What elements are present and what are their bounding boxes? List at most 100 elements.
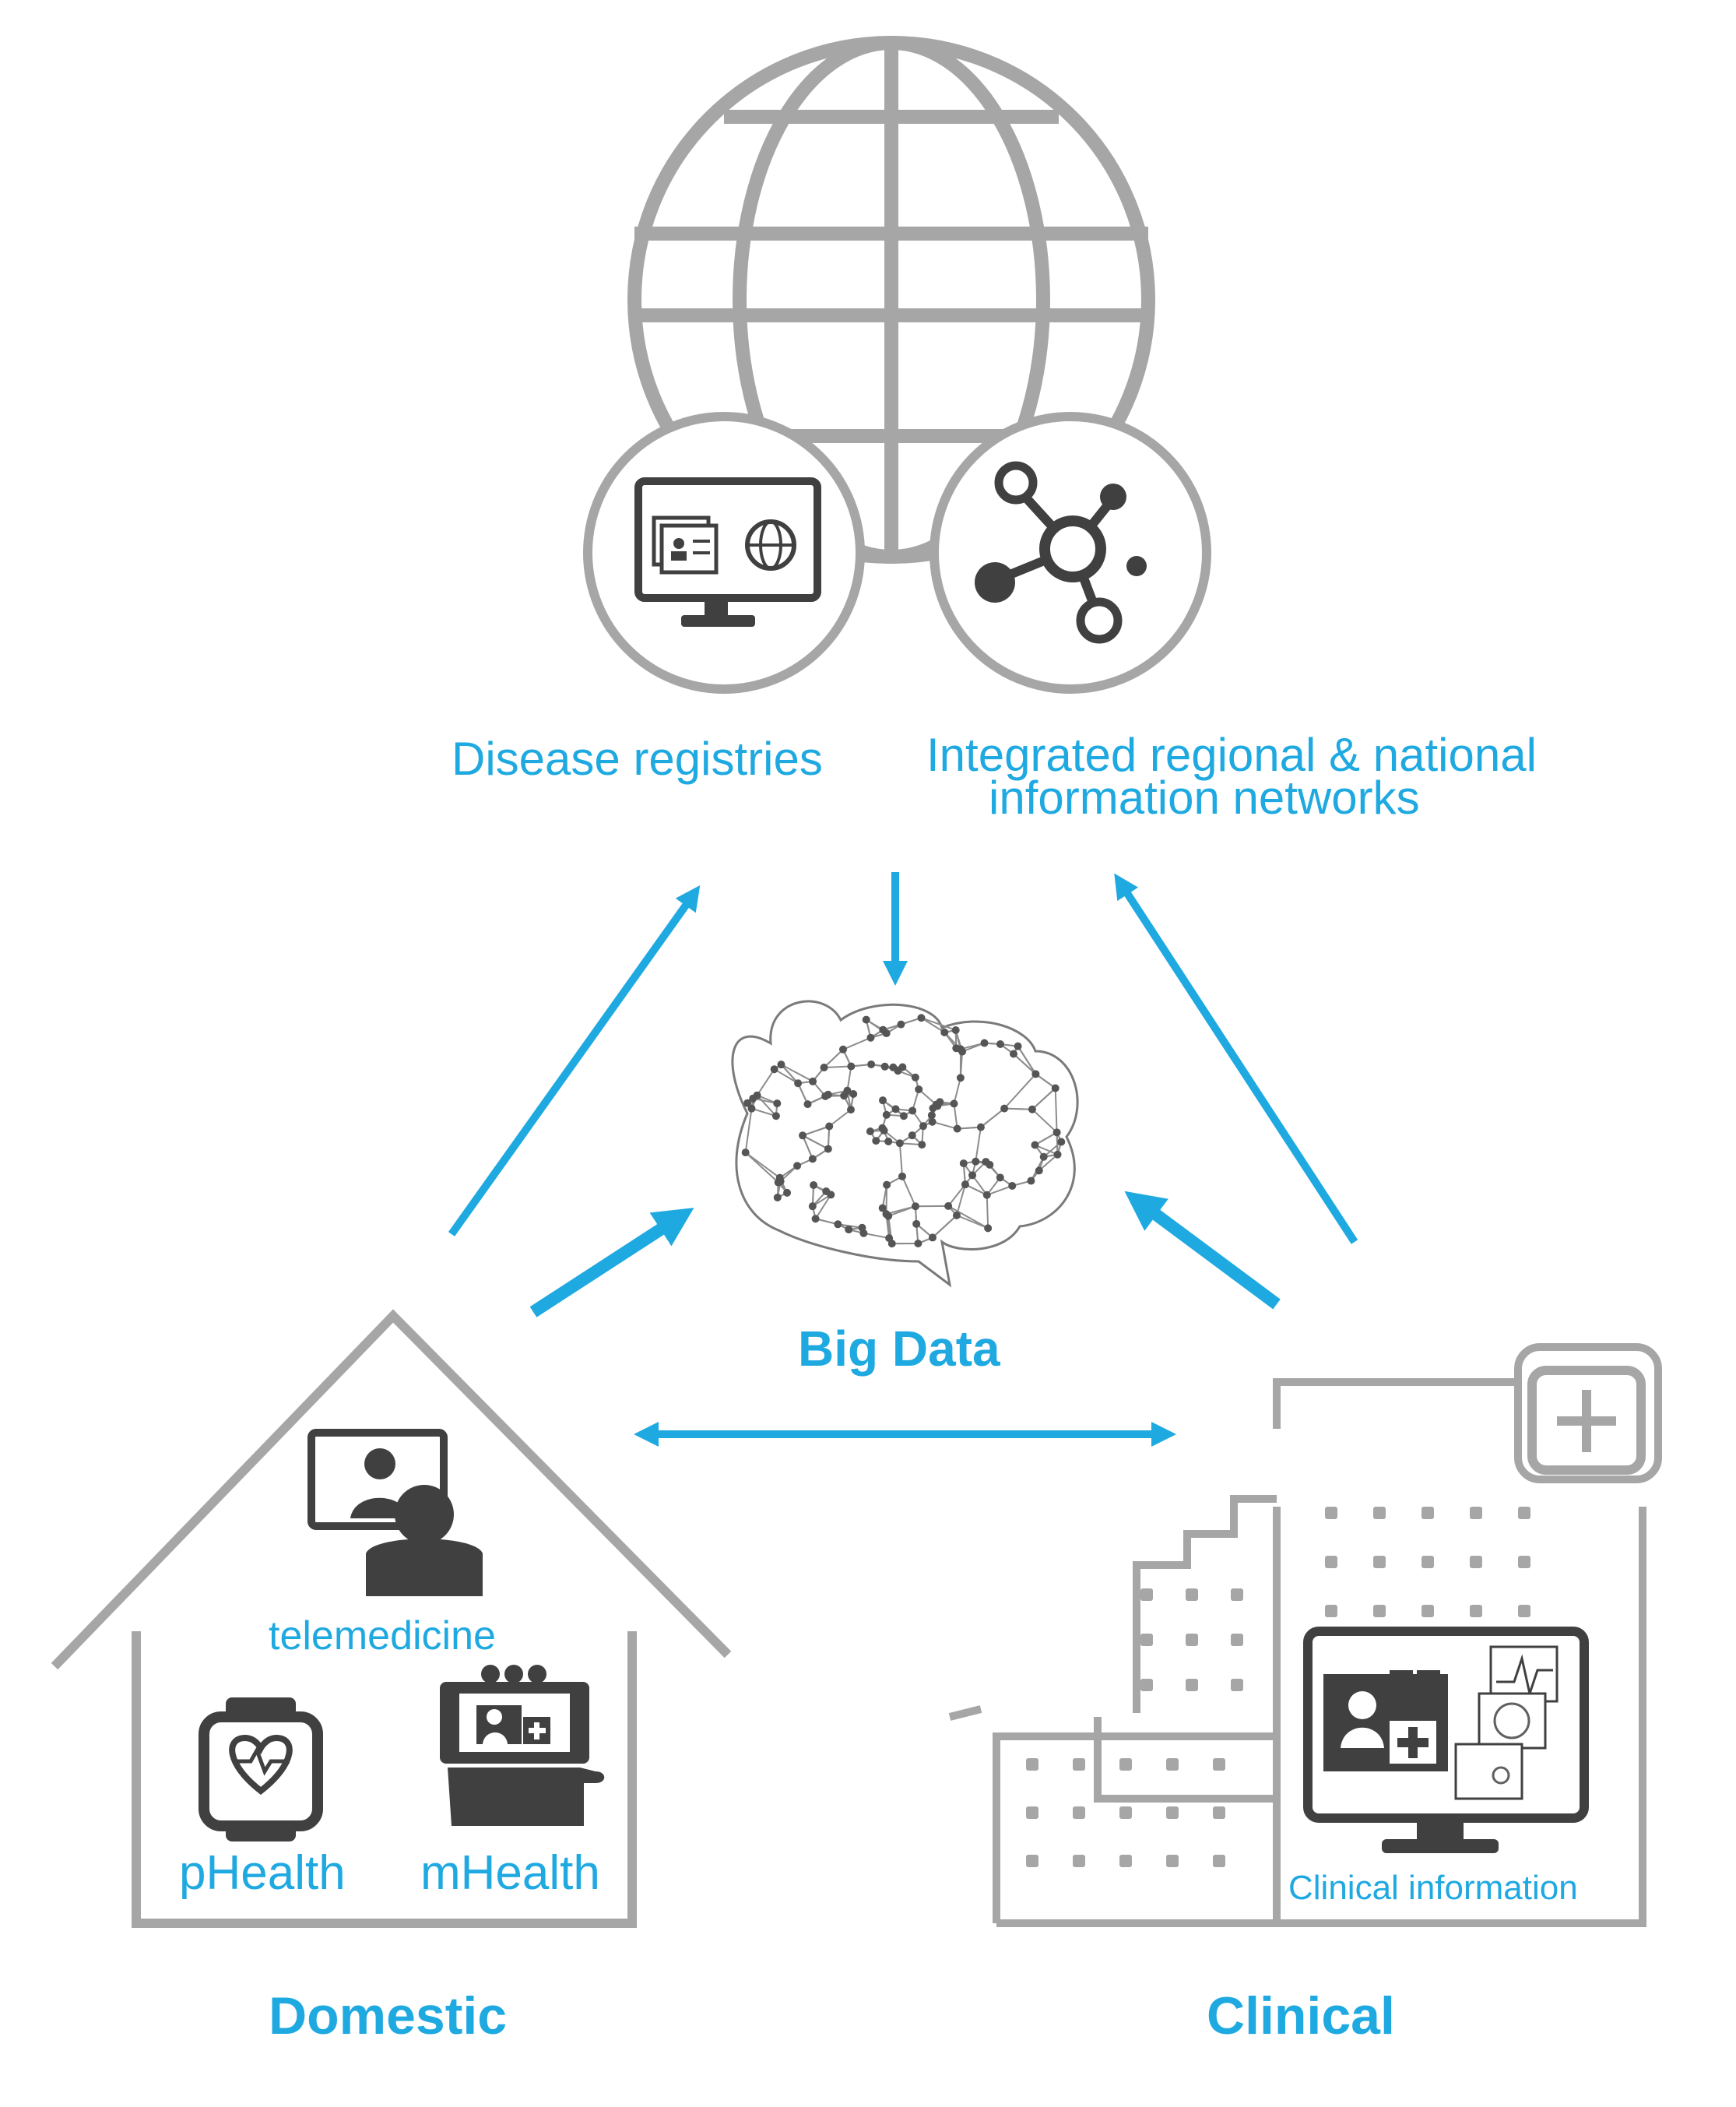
brain-node xyxy=(846,1106,855,1114)
brain-node xyxy=(884,1138,893,1146)
brain-edge xyxy=(802,1134,829,1150)
brain-edge xyxy=(1013,1053,1037,1075)
clinical-monitor-icon xyxy=(1303,1627,1589,1853)
window xyxy=(1166,1806,1179,1819)
brain-node xyxy=(811,1215,820,1223)
brain-node xyxy=(927,1111,936,1120)
brain-node xyxy=(887,1240,896,1248)
brain-node xyxy=(891,1105,900,1113)
window xyxy=(1026,1758,1038,1771)
brain-edge xyxy=(957,1126,982,1130)
brain-edge xyxy=(986,1194,989,1229)
brain-edge xyxy=(1035,1073,1056,1089)
brain-node xyxy=(771,1112,780,1120)
brain-edge xyxy=(824,1065,852,1069)
window xyxy=(1421,1507,1434,1519)
window xyxy=(1325,1556,1337,1568)
brain-edge xyxy=(932,1215,958,1239)
brain-node xyxy=(783,1188,792,1197)
brain-node xyxy=(952,1211,961,1219)
brain-node xyxy=(928,1233,937,1242)
window xyxy=(1140,1679,1153,1691)
brain-node xyxy=(883,1180,891,1189)
brain-node xyxy=(1053,1150,1062,1159)
brain-node xyxy=(912,1219,921,1228)
brain-edge xyxy=(1038,1154,1059,1172)
brain-edge xyxy=(965,1184,988,1196)
brain-edge xyxy=(953,1103,958,1129)
brain-node xyxy=(908,1131,916,1140)
arrow-domestic-to-bigdata xyxy=(529,1208,694,1317)
brain-node xyxy=(1008,1181,1017,1190)
brain-node xyxy=(882,1210,891,1219)
window xyxy=(1140,1588,1153,1601)
brain-node xyxy=(980,1039,989,1047)
brain-node xyxy=(959,1159,968,1168)
window xyxy=(1325,1605,1337,1617)
brain-node xyxy=(956,1074,965,1082)
brain-node xyxy=(1009,1050,1017,1058)
window xyxy=(1470,1507,1482,1519)
brain-node xyxy=(878,1124,887,1132)
window xyxy=(1140,1634,1153,1646)
brain-node xyxy=(917,1014,926,1022)
brain-node xyxy=(793,1162,802,1170)
brain-edge xyxy=(953,1078,961,1104)
big-data-label: Big Data xyxy=(798,1321,1000,1377)
brain-node xyxy=(747,1104,756,1113)
brain-node xyxy=(825,1122,834,1131)
monitor-registry-icon xyxy=(583,412,865,694)
brain-node xyxy=(777,1061,785,1069)
window xyxy=(1186,1588,1198,1601)
brain-edge xyxy=(863,1232,890,1240)
window xyxy=(1518,1507,1530,1519)
clinical-information-label: Clinical information xyxy=(1288,1869,1578,1907)
brain-node xyxy=(936,1098,944,1106)
brain-node xyxy=(976,1123,985,1131)
brain-node xyxy=(808,1155,817,1163)
brain-node xyxy=(1039,1152,1048,1161)
window xyxy=(1166,1855,1179,1867)
brain-node xyxy=(824,1090,832,1099)
brain-node xyxy=(1031,1070,1040,1078)
brain-node xyxy=(968,1171,977,1180)
brain-edge xyxy=(972,1174,988,1196)
brain-node xyxy=(1035,1166,1043,1175)
brain-node xyxy=(982,1191,991,1199)
brain-node xyxy=(882,1110,891,1119)
window xyxy=(1421,1605,1434,1617)
brain-node xyxy=(1027,1177,1035,1185)
brain-edge xyxy=(802,1125,830,1137)
window xyxy=(1470,1605,1482,1617)
brain-edge xyxy=(774,1068,799,1085)
brain-node xyxy=(866,1033,875,1042)
brain-node xyxy=(847,1062,856,1071)
brain-node xyxy=(866,1127,874,1135)
brain-node xyxy=(838,1045,847,1054)
brain-node xyxy=(867,1060,876,1068)
brain-edge xyxy=(947,1184,966,1207)
brain-node xyxy=(996,1173,1004,1182)
brain-edge xyxy=(960,1042,985,1050)
brain-edge xyxy=(814,1194,832,1219)
brain-node xyxy=(911,1202,919,1211)
window xyxy=(1470,1556,1482,1568)
phone-hand-icon xyxy=(440,1665,605,1826)
networks-label-line1: Integrated regional & national xyxy=(926,729,1537,781)
brain-edge xyxy=(828,1109,852,1127)
brain-node xyxy=(982,1158,990,1166)
brain-edge xyxy=(1003,1073,1037,1110)
brain-node xyxy=(741,1148,750,1157)
brain-node xyxy=(843,1086,852,1095)
window xyxy=(1213,1806,1225,1819)
brain-edge xyxy=(802,1134,814,1159)
disease-registries-label: Disease registries xyxy=(452,733,823,785)
brain-node xyxy=(898,1172,906,1180)
brain-node xyxy=(897,1020,905,1029)
brain-edge xyxy=(975,1127,982,1162)
brain-node xyxy=(894,1067,902,1075)
brain-node xyxy=(972,1157,980,1166)
brain-node xyxy=(872,1137,880,1145)
brain-node xyxy=(961,1180,969,1189)
telemedicine-label: telemedicine xyxy=(269,1613,496,1659)
